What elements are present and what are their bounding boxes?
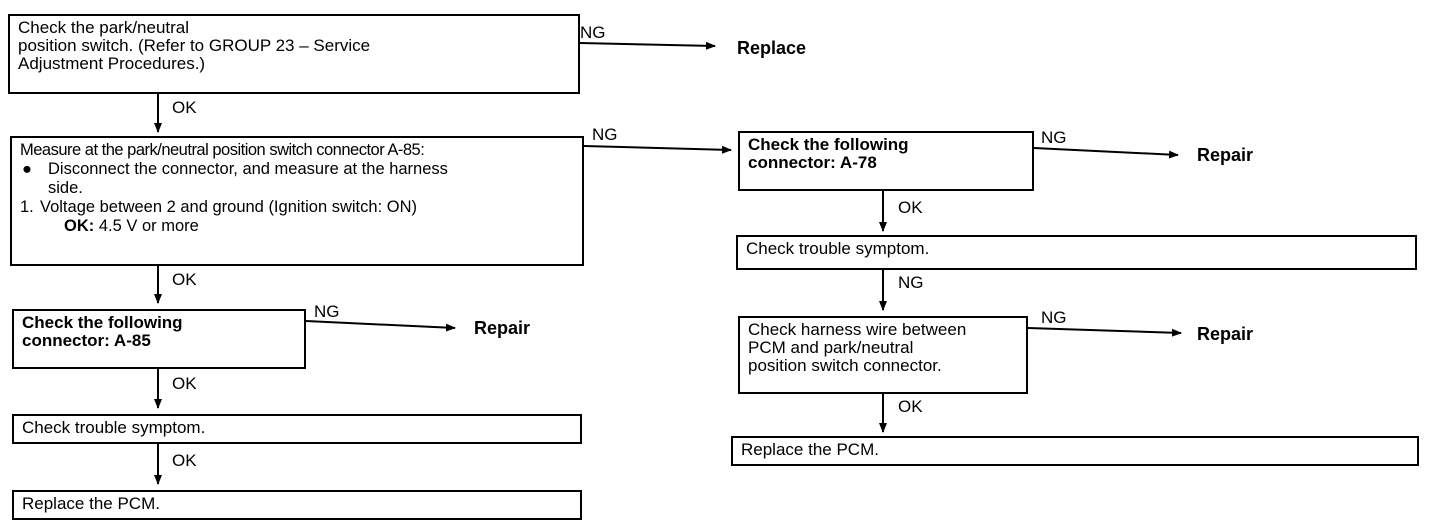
- replace-pcm-left-text: Replace the PCM.: [22, 494, 160, 513]
- ng-label: NG: [592, 125, 618, 144]
- ok-label: OK: [172, 98, 197, 117]
- ng-label: NG: [580, 23, 606, 42]
- ng-label: NG: [1041, 128, 1067, 147]
- trouble-symptom-right-text: Check trouble symptom.: [746, 239, 930, 258]
- replace-pcm-right-text: Replace the PCM.: [741, 440, 879, 459]
- bullet-icon: ●: [22, 160, 32, 178]
- ok-label: OK: [172, 270, 197, 289]
- trouble-symptom-left-text: Check trouble symptom.: [22, 418, 206, 437]
- check-trouble-symptom-left-box: Check trouble symptom.: [12, 414, 582, 444]
- check-harness-wire-box: Check harness wire between PCM and park/…: [738, 316, 1028, 394]
- check-switch-line-3: Adjustment Procedures.): [18, 54, 206, 73]
- ng-label: NG: [314, 302, 340, 321]
- measure-connector-box: Measure at the park/neutral position swi…: [10, 136, 584, 266]
- replace-pcm-left-box: Replace the PCM.: [12, 490, 582, 520]
- step-text: Voltage between 2 and ground (Ignition s…: [40, 198, 417, 216]
- ok-criterion-label: OK:: [64, 217, 95, 235]
- check-connector-a85-box: Check the following connector: A-85: [12, 309, 306, 369]
- check-a85-line-1: Check the following: [22, 313, 183, 332]
- repair-destination: Repair: [474, 318, 531, 338]
- measure-bullet-line-2: side.: [48, 179, 83, 197]
- measure-step: 1. Voltage between 2 and ground (Ignitio…: [20, 198, 574, 217]
- check-a85-line-2: connector: A-85: [22, 331, 151, 350]
- check-switch-line-2: position switch. (Refer to GROUP 23 – Se…: [18, 36, 371, 55]
- replace-pcm-right-box: Replace the PCM.: [731, 436, 1419, 466]
- ok-label: OK: [898, 198, 923, 217]
- measure-bullet: ● Disconnect the connector, and measure …: [20, 160, 574, 198]
- harness-line-1: Check harness wire between: [748, 320, 967, 339]
- check-a78-line-1: Check the following: [748, 135, 909, 154]
- harness-line-2: PCM and park/neutral: [748, 338, 914, 357]
- ok-criterion: OK: 4.5 V or more: [20, 217, 574, 236]
- ok-label: OK: [172, 451, 197, 470]
- repair-destination: Repair: [1197, 145, 1254, 165]
- repair-destination: Repair: [1197, 324, 1254, 344]
- harness-line-3: position switch connector.: [748, 356, 942, 375]
- measure-bullet-line-1: Disconnect the connector, and measure at…: [48, 160, 448, 178]
- ok-label: OK: [898, 397, 923, 416]
- ng-label: NG: [898, 273, 924, 292]
- ng-label: NG: [1041, 308, 1067, 327]
- check-connector-a78-box: Check the following connector: A-78: [738, 131, 1034, 191]
- check-trouble-symptom-right-box: Check trouble symptom.: [736, 235, 1417, 270]
- ok-criterion-value: 4.5 V or more: [98, 217, 199, 235]
- check-a78-line-2: connector: A-78: [748, 153, 877, 172]
- check-switch-box: Check the park/neutral position switch. …: [8, 14, 580, 94]
- step-number: 1.: [20, 198, 34, 216]
- replace-destination: Replace: [737, 38, 807, 58]
- check-switch-line-1: Check the park/neutral: [18, 18, 190, 37]
- measure-title: Measure at the park/neutral position swi…: [20, 141, 425, 159]
- ok-label: OK: [172, 374, 197, 393]
